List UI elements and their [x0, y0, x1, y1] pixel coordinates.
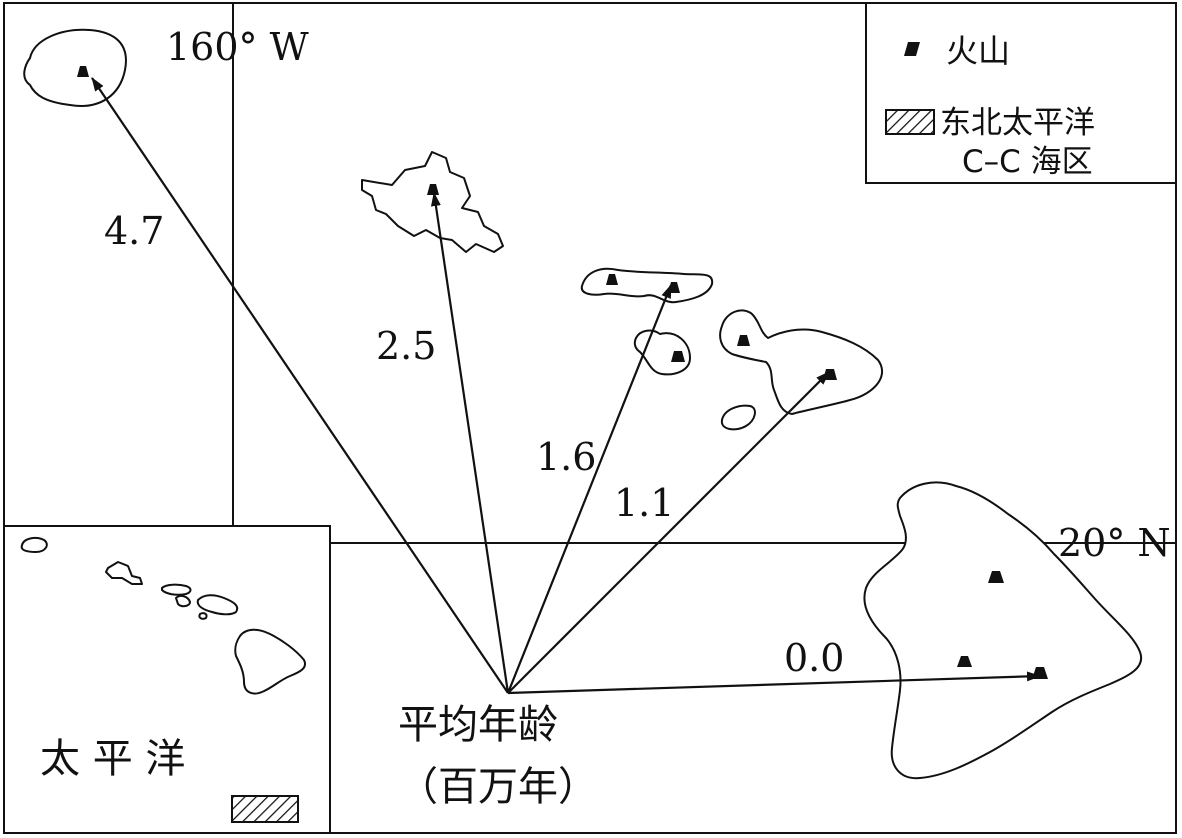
arrow-to-oahu — [430, 192, 510, 694]
origin-label-title: 平均年龄 — [398, 702, 558, 748]
volcano-icon — [77, 66, 89, 77]
arrow-to-hawaii — [507, 671, 1041, 695]
legend-hatch-swatch — [885, 109, 935, 135]
volcano-markers — [77, 66, 1048, 679]
age-label-molokai: 1.6 — [536, 435, 596, 479]
legend — [865, 2, 1177, 184]
legend-volcano-icon — [904, 42, 920, 56]
origin-label-unit: （百万年） — [398, 764, 598, 810]
volcano-icon — [823, 369, 837, 380]
legend-volcano-label: 火山 — [946, 32, 1010, 70]
legend-area-label-line1: 东北太平洋 — [940, 105, 1095, 141]
volcano-icon — [1032, 667, 1048, 679]
inset-hatch-area — [231, 795, 299, 823]
inset-islands — [20, 536, 306, 695]
age-label-oahu: 2.5 — [376, 324, 436, 368]
parallel-label: 20° N — [1058, 521, 1171, 565]
inset-ocean-label: 太 平 洋 — [40, 736, 185, 782]
arrow-to-maui — [507, 371, 830, 694]
island-maui — [719, 309, 884, 415]
volcano-icon — [737, 335, 750, 346]
volcano-icon — [606, 274, 618, 285]
volcano-icon — [988, 571, 1004, 583]
arrow-to-kauai — [91, 77, 509, 694]
arrow-to-molokai — [506, 284, 673, 694]
age-arrows — [91, 77, 1041, 695]
volcano-icon — [427, 184, 439, 195]
age-label-kauai: 4.7 — [104, 209, 164, 253]
volcano-icon — [668, 282, 680, 293]
age-label-maui: 1.1 — [614, 481, 674, 525]
age-label-hawaii: 0.0 — [784, 636, 844, 680]
island-kahoolawe — [720, 404, 756, 431]
legend-area-label-line2: C–C 海区 — [962, 144, 1093, 180]
island-hawaii — [863, 481, 1143, 780]
volcano-icon — [671, 351, 685, 362]
volcano-icon — [957, 656, 972, 667]
meridian-label: 160° W — [166, 25, 309, 69]
